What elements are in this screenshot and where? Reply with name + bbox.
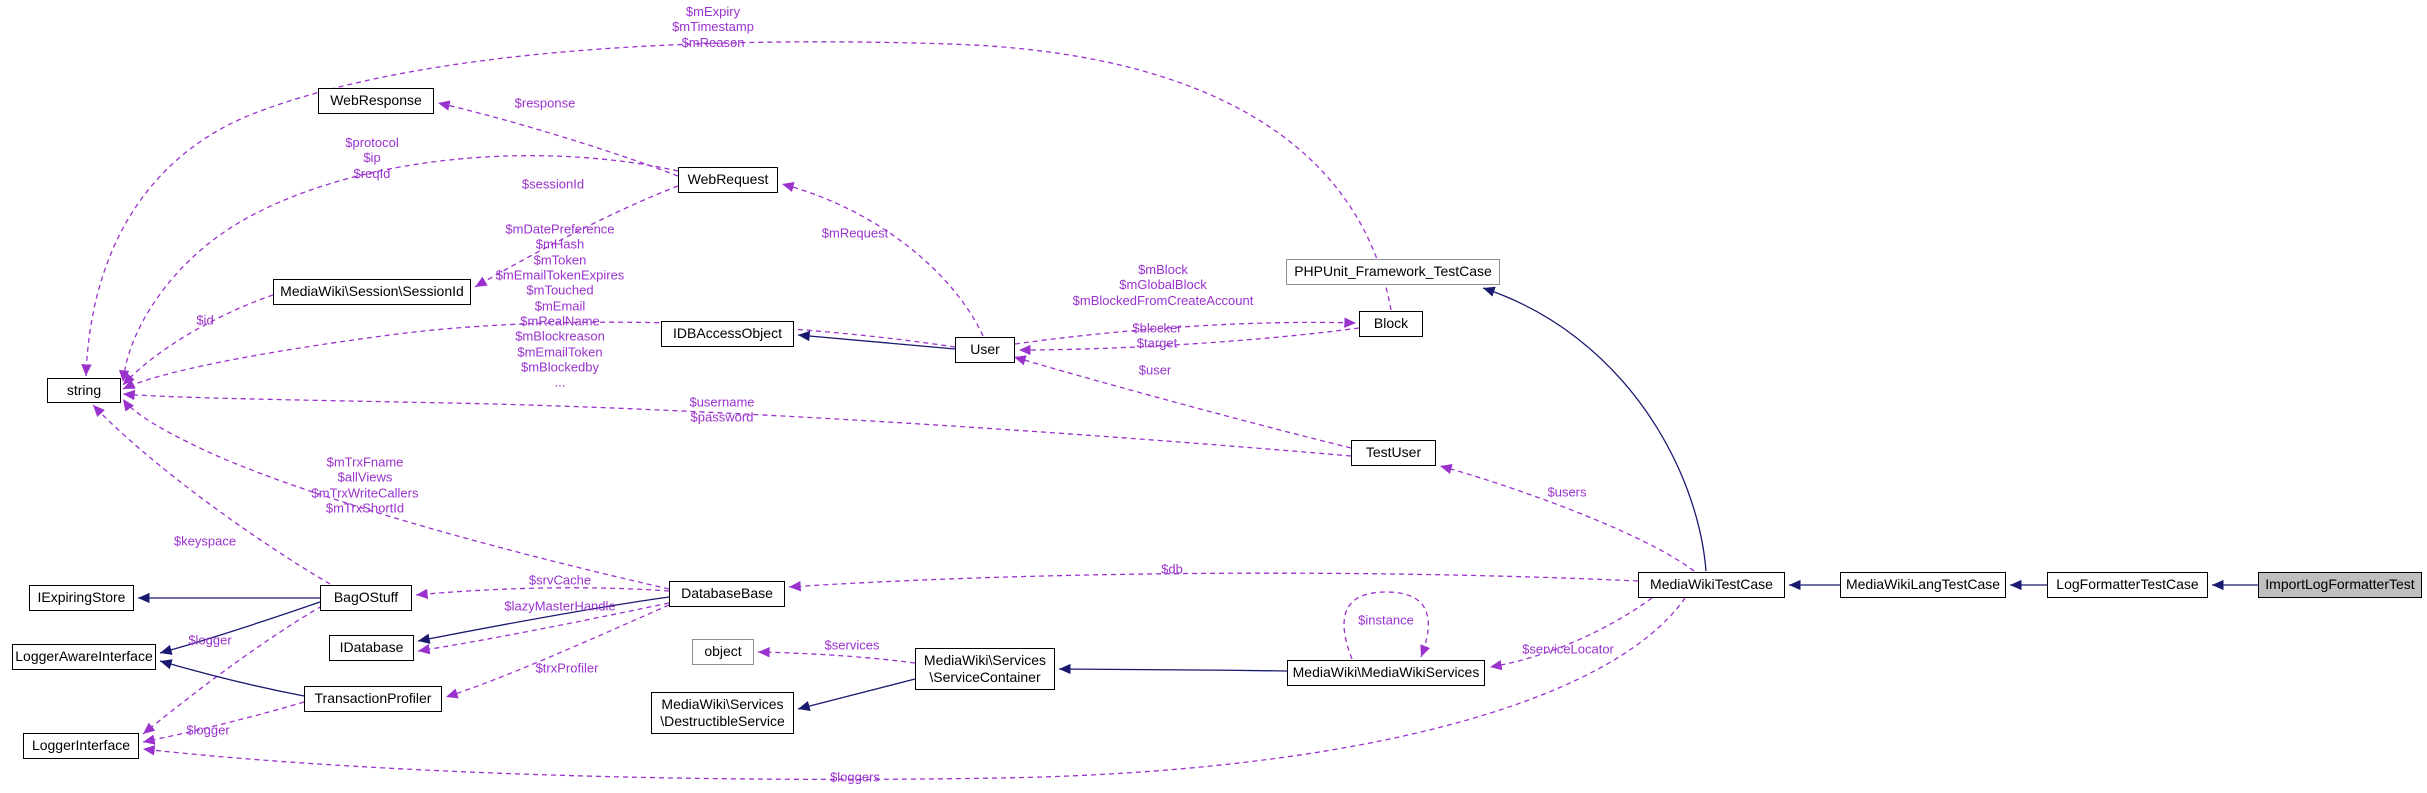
node-block[interactable]: Block bbox=[1359, 311, 1423, 337]
edge-bagostuff-loggerawareinterface bbox=[159, 601, 321, 655]
edge-webrequest-string bbox=[118, 155, 679, 383]
edge-label-users: $users bbox=[1547, 484, 1587, 500]
node-session-id[interactable]: MediaWiki\Session\SessionId bbox=[273, 279, 471, 305]
edge-bagostuff-loggerinterface bbox=[142, 605, 323, 735]
edge-label-user: $user bbox=[1138, 362, 1172, 378]
edge-label-user-string-members: $mDatePreference $mHash $mToken $mEmailT… bbox=[495, 221, 625, 390]
node-transaction-profiler[interactable]: TransactionProfiler bbox=[304, 686, 442, 712]
edge-label-username-password: $username $password bbox=[689, 394, 755, 425]
edge-label-logger-upper: $logger bbox=[188, 632, 232, 648]
node-test-user[interactable]: TestUser bbox=[1351, 440, 1436, 466]
node-service-container[interactable]: MediaWiki\Services \ServiceContainer bbox=[915, 648, 1055, 690]
edge-user-idbaccessobject bbox=[797, 330, 956, 350]
edge-label-mrequest: $mRequest bbox=[821, 225, 889, 241]
edge-label-mtrx: $mTrxFname $allViews $mTrxWriteCallers $… bbox=[311, 454, 419, 516]
edge-label-id: $id bbox=[196, 312, 214, 328]
edge-testcase-loggerinterface bbox=[142, 597, 1686, 781]
edge-databasebase-idatabase bbox=[417, 602, 670, 655]
node-string[interactable]: string bbox=[47, 378, 121, 403]
edge-label-instance: $instance bbox=[1358, 612, 1414, 628]
node-mediawiki-testcase[interactable]: MediaWikiTestCase bbox=[1638, 572, 1785, 598]
node-destructible-service[interactable]: MediaWiki\Services \DestructibleService bbox=[651, 692, 794, 734]
node-phpunit-framework-testcase: PHPUnit_Framework_TestCase bbox=[1286, 259, 1500, 285]
edge-webrequest-sessionid bbox=[474, 185, 679, 288]
edge-label-logger-lower: $logger bbox=[186, 722, 230, 738]
edge-testcase-services bbox=[1489, 597, 1653, 671]
node-idb-access-object[interactable]: IDBAccessObject bbox=[661, 321, 794, 347]
edge-user-webrequest bbox=[781, 181, 984, 337]
edge-label-mblock: $mBlock $mGlobalBlock $mBlockedFromCreat… bbox=[1072, 262, 1254, 308]
edge-label-services: $services bbox=[824, 637, 880, 653]
edge-label-keyspace: $keyspace bbox=[173, 533, 237, 549]
edge-transactionprofiler-loggerinterface bbox=[142, 701, 305, 745]
edge-label-servicelocator: $serviceLocator bbox=[1522, 641, 1614, 657]
node-i-expiring-store[interactable]: IExpiringStore bbox=[29, 585, 134, 611]
node-i-database[interactable]: IDatabase bbox=[329, 635, 414, 661]
edge-testcase-testuser bbox=[1439, 463, 1695, 572]
edge-label-blocker-target: $blocker $target bbox=[1132, 320, 1182, 351]
edge-databasebase-bagostuff bbox=[415, 587, 670, 600]
edge-services-self-instance bbox=[1343, 591, 1431, 660]
edge-label-response: $response bbox=[514, 95, 576, 111]
edge-servicecontainer-object bbox=[757, 647, 916, 664]
node-user[interactable]: User bbox=[955, 337, 1015, 363]
node-web-response[interactable]: WebResponse bbox=[318, 88, 434, 114]
node-web-request[interactable]: WebRequest bbox=[678, 167, 778, 193]
edge-transactionprofiler-loggerawareinterface bbox=[159, 659, 305, 697]
edge-bagostuff-string bbox=[92, 404, 331, 585]
node-logger-aware-interface[interactable]: LoggerAwareInterface bbox=[12, 644, 156, 670]
edge-testcase-phpunit bbox=[1482, 286, 1707, 572]
node-object: object bbox=[692, 639, 754, 665]
edge-label-protocol: $protocol $ip $reqId bbox=[345, 135, 399, 181]
edge-databasebase-transactionprofiler bbox=[445, 604, 670, 699]
edge-servicecontainer-destructibleservice bbox=[797, 678, 916, 712]
edge-testuser-user bbox=[1013, 355, 1352, 449]
node-logger-interface[interactable]: LoggerInterface bbox=[23, 733, 139, 759]
edge-label-srvcache: $srvCache bbox=[528, 572, 592, 588]
node-database-base[interactable]: DatabaseBase bbox=[669, 581, 785, 607]
node-mediawiki-services[interactable]: MediaWiki\MediaWikiServices bbox=[1287, 660, 1485, 686]
edge-label-trxprofiler: $trxProfiler bbox=[535, 660, 599, 676]
edge-user-block bbox=[1014, 317, 1357, 345]
edge-services-servicecontainer bbox=[1058, 663, 1288, 675]
edge-databasebase-string bbox=[122, 398, 670, 590]
edge-label-db: $db bbox=[1161, 561, 1183, 577]
edge-label-session-id: $sessionId bbox=[521, 176, 585, 192]
node-import-log-formatter-test: ImportLogFormatterTest bbox=[2258, 572, 2422, 598]
node-mediawiki-lang-testcase[interactable]: MediaWikiLangTestCase bbox=[1840, 572, 2006, 598]
edge-sessionid-string bbox=[122, 294, 274, 386]
edge-testuser-string bbox=[122, 389, 1352, 457]
node-bag-o-stuff[interactable]: BagOStuff bbox=[320, 585, 412, 611]
edge-webrequest-webresponse bbox=[437, 100, 679, 177]
edge-block-string bbox=[81, 41, 1392, 377]
edge-testcase-databasebase bbox=[788, 572, 1639, 592]
edge-databasebase-idatabase-inherit bbox=[417, 596, 670, 644]
edge-label-mexpiry: $mExpiry $mTimestamp $mReason bbox=[672, 4, 754, 50]
edge-block-user bbox=[1018, 327, 1360, 356]
node-log-formatter-testcase[interactable]: LogFormatterTestCase bbox=[2047, 572, 2208, 598]
edge-label-lazymasterhandle: $lazyMasterHandle bbox=[504, 598, 616, 614]
edge-label-loggers: $loggers bbox=[830, 769, 880, 785]
